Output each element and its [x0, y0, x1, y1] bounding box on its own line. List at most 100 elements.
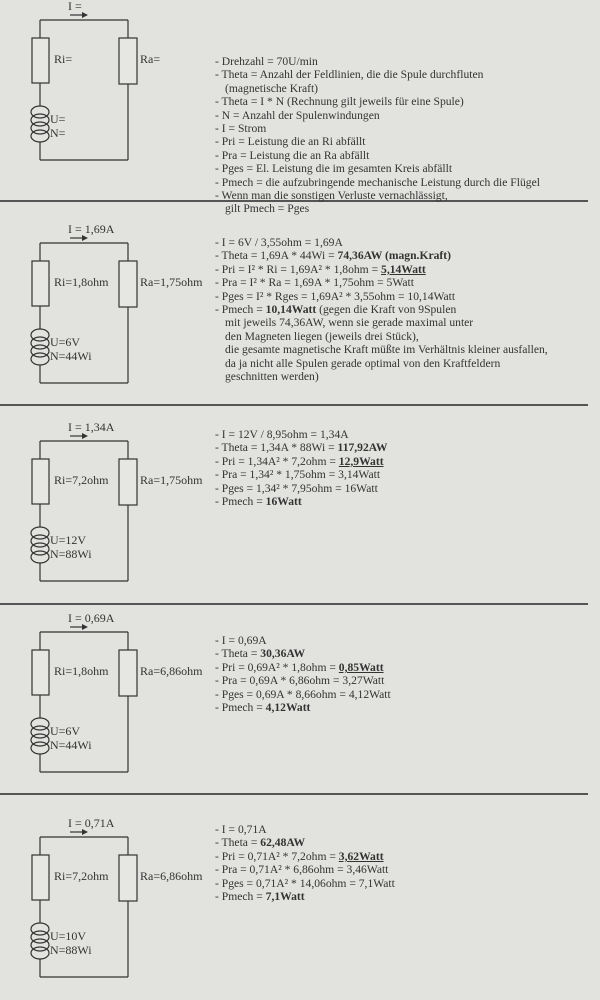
- text-line: - Pmech = 16Watt: [215, 495, 387, 508]
- text-line: - Pra = 0,71A² * 6,86ohm = 3,46Watt: [215, 863, 395, 876]
- text-segment: - Pra = Leistung die an Ra abfällt: [215, 148, 370, 162]
- text-line: - Pges = 0,69A * 8,66ohm = 4,12Watt: [215, 688, 391, 701]
- windings-label: N=44Wi: [50, 738, 92, 752]
- result-value: 16Watt: [265, 495, 302, 509]
- text-line: - I = 0,71A: [215, 823, 395, 836]
- text-segment: - Wenn man die sonstigen Verluste vernac…: [215, 189, 448, 203]
- text-segment: die gesamte magnetische Kraft müßte im V…: [225, 343, 548, 357]
- text-line: - Pmech = 7,1Watt: [215, 890, 395, 903]
- text-line: - N = Anzahl der Spulenwindungen: [215, 109, 540, 122]
- text-line: - Pges = I² * Rges = 1,69A² * 3,55ohm = …: [215, 290, 548, 303]
- text-segment: - N = Anzahl der Spulenwindungen: [215, 108, 380, 122]
- text-segment: - Drehzahl = 70U/min: [215, 55, 318, 68]
- text-segment: - Theta =: [215, 836, 261, 850]
- text-line: - Pra = 0,69A * 6,86ohm = 3,27Watt: [215, 674, 391, 687]
- text-segment: - I = 0,71A: [215, 823, 267, 836]
- text-line: - Pra = 1,34² * 1,75ohm = 3,14Watt: [215, 468, 387, 481]
- circuit-diagram-svg: [30, 12, 138, 161]
- text-segment: - Pges = 0,69A * 8,66ohm = 4,12Watt: [215, 687, 391, 701]
- text-line: - Pri = I² * Ri = 1,69A² * 1,8ohm = 5,14…: [215, 263, 548, 276]
- text-line: - Pri = 0,71A² * 7,2ohm = 3,62Watt: [215, 850, 395, 863]
- text-line: (magnetische Kraft): [215, 82, 540, 95]
- text-segment: - I = Strom: [215, 122, 267, 136]
- text-line: - Theta = 1,34A * 88Wi = 117,92AW: [215, 441, 387, 454]
- text-segment: - Theta = I * N (Rechnung gilt jeweils f…: [215, 95, 464, 109]
- separator: [0, 603, 588, 605]
- result-value: 10,14Watt: [265, 303, 317, 317]
- text-line: - Wenn man die sonstigen Verluste vernac…: [215, 189, 540, 202]
- text-segment: - I = 0,69A: [215, 634, 267, 647]
- text-line: - Pri = 1,34A² * 7,2ohm = 12,9Watt: [215, 455, 387, 468]
- result-value: 74,36AW (magn.Kraft): [337, 249, 451, 263]
- text-segment: - Pri = Leistung die an Ri abfällt: [215, 135, 366, 149]
- result-value: 3,62Watt: [338, 849, 384, 863]
- result-value: 7,1Watt: [265, 890, 305, 904]
- text-line: - Pmech = 10,14Watt (gegen die Kraft von…: [215, 303, 548, 316]
- circuit-diagram: I = 1,34A Ri=7,2ohm Ra=1,75ohm U=12V N=8…: [20, 420, 203, 591]
- text-segment: - Pges = 0,71A² * 14,06ohm = 7,1Watt: [215, 876, 395, 890]
- text-line: - Theta = Anzahl der Feldlinien, die die…: [215, 68, 540, 81]
- text-line: - Theta = 1,69A * 44Wi = 74,36AW (magn.K…: [215, 249, 548, 262]
- text-line: - Pges = 1,34² * 7,95ohm = 16Watt: [215, 482, 387, 495]
- result-value: 4,12Watt: [265, 701, 311, 715]
- current-label: I = 0,69A: [68, 611, 115, 625]
- text-segment: - Pmech =: [215, 890, 266, 904]
- result-value: 5,14Watt: [381, 262, 426, 276]
- calculation-text: - I = 0,71A- Theta = 62,48AW- Pri = 0,71…: [215, 823, 395, 903]
- voltage-label: U=: [50, 112, 66, 126]
- voltage-label: U=6V: [50, 724, 81, 738]
- circuit-diagram-svg: [30, 235, 138, 384]
- ra-label: Ra=1,75ohm: [140, 275, 203, 289]
- text-segment: - Pri = I² * Ri = 1,69A² * 1,8ohm =: [215, 262, 382, 276]
- ra-label: Ra=6,86ohm: [140, 664, 203, 678]
- text-segment: den Magneten liegen (jeweils drei Stück)…: [225, 329, 419, 343]
- text-segment: - Pri = 0,71A² * 7,2ohm =: [215, 849, 339, 863]
- ri-label: Ri=7,2ohm: [54, 473, 109, 487]
- text-line: - Drehzahl = 70U/min: [215, 55, 540, 68]
- circuit-diagram-svg: [30, 829, 138, 978]
- text-segment: - Pmech =: [215, 303, 266, 317]
- ri-label: Ri=: [54, 52, 73, 66]
- calculation-text: - I = 6V / 3,55ohm = 1,69A- Theta = 1,69…: [215, 236, 548, 383]
- separator: [0, 793, 588, 795]
- text-segment: - Pri = 0,69A² * 1,8ohm =: [215, 660, 339, 674]
- result-value: 62,48AW: [260, 836, 306, 850]
- circuit-diagram: I = 1,69A Ri=1,8ohm Ra=1,75ohm U=6V N=44…: [20, 222, 203, 393]
- text-segment: - Theta = Anzahl der Feldlinien, die die…: [215, 68, 484, 82]
- separator: [0, 404, 588, 406]
- text-line: - I = 0,69A: [215, 634, 391, 647]
- text-segment: geschnitten werden): [225, 370, 319, 384]
- circuit-diagram-svg: [30, 624, 138, 773]
- circuit-diagram-svg: [30, 433, 138, 582]
- windings-label: N=88Wi: [50, 943, 92, 957]
- windings-label: N=: [50, 126, 66, 140]
- voltage-label: U=10V: [50, 929, 87, 943]
- ri-label: Ri=7,2ohm: [54, 869, 109, 883]
- text-line: da ja nicht alle Spulen gerade optimal v…: [215, 357, 548, 370]
- text-segment: (gegen die Kraft von 9Spulen: [316, 303, 457, 317]
- text-segment: - I = 6V / 3,55ohm = 1,69A: [215, 236, 343, 249]
- current-label: I = 1,34A: [68, 420, 115, 434]
- text-segment: da ja nicht alle Spulen gerade optimal v…: [225, 356, 501, 370]
- text-segment: - Theta = 1,69A * 44Wi =: [215, 249, 338, 263]
- circuit-diagram: I = 0,71A Ri=7,2ohm Ra=6,86ohm U=10V N=8…: [20, 816, 202, 987]
- voltage-label: U=12V: [50, 533, 87, 547]
- result-value: 0,85Watt: [338, 660, 384, 674]
- text-line: - Pri = 0,69A² * 1,8ohm = 0,85Watt: [215, 661, 391, 674]
- text-segment: - Pmech = die aufzubringende mechanische…: [215, 175, 540, 189]
- text-segment: - Pmech =: [215, 701, 266, 715]
- text-line: den Magneten liegen (jeweils drei Stück)…: [215, 330, 548, 343]
- circuit-diagram: I = Ri= Ra= U= N=: [20, 0, 200, 170]
- ra-label: Ra=1,75ohm: [140, 473, 203, 487]
- text-segment: - Pra = 1,34² * 1,75ohm = 3,14Watt: [215, 468, 381, 482]
- text-segment: - Pra = 0,71A² * 6,86ohm = 3,46Watt: [215, 863, 389, 877]
- text-line: - Theta = 62,48AW: [215, 836, 395, 849]
- calculation-text: - I = 12V / 8,95ohm = 1,34A- Theta = 1,3…: [215, 428, 387, 508]
- text-segment: - Pges = I² * Rges = 1,69A² * 3,55ohm = …: [215, 289, 456, 303]
- text-segment: - Pra = 0,69A * 6,86ohm = 3,27Watt: [215, 674, 385, 688]
- separator: [0, 200, 588, 202]
- calculation-text: - Drehzahl = 70U/min- Theta = Anzahl der…: [215, 55, 540, 216]
- text-segment: - Pges = 1,34² * 7,95ohm = 16Watt: [215, 481, 378, 495]
- result-value: 12,9Watt: [338, 454, 384, 468]
- text-line: - Pges = El. Leistung die im gesamten Kr…: [215, 162, 540, 175]
